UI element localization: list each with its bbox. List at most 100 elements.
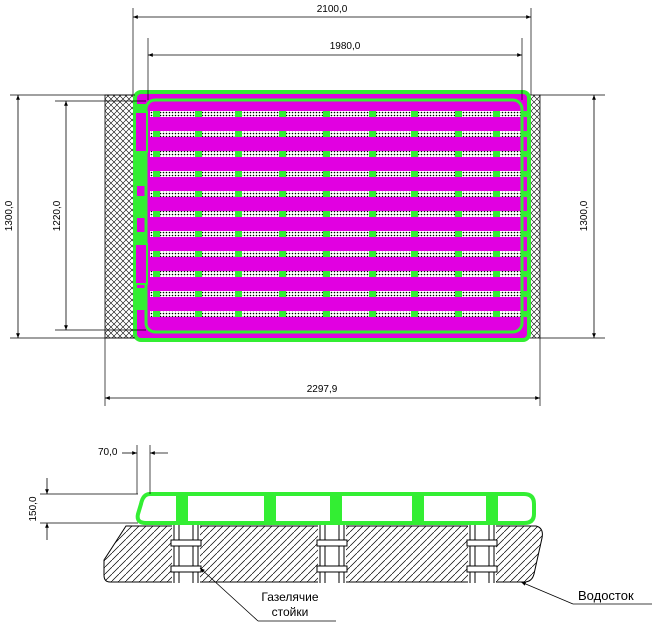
- rung-joint: [493, 231, 500, 237]
- rack-rung: [150, 211, 524, 217]
- rung-joint: [455, 251, 462, 257]
- rung-joint: [153, 291, 160, 297]
- gazelle-stand: [170, 523, 202, 583]
- rack-rung: [150, 131, 524, 137]
- rung-joint: [521, 131, 528, 137]
- stand-crossbar: [316, 565, 348, 573]
- rung-joint: [411, 151, 418, 157]
- rung-joint: [411, 211, 418, 217]
- rung-joint: [493, 111, 500, 117]
- rung-joint: [279, 291, 286, 297]
- dim-height-left-inner: 1220,0: [52, 200, 63, 231]
- stand-gap: [318, 523, 346, 583]
- rung-joint: [235, 111, 242, 117]
- stands-label-line1: Газелячие: [261, 590, 318, 604]
- rung-joint: [493, 191, 500, 197]
- dim-offset: 70,0: [98, 447, 118, 458]
- side-view: [103, 492, 543, 583]
- rung-joint: [195, 151, 202, 157]
- top-view: [104, 90, 541, 342]
- rung-joint: [323, 191, 330, 197]
- rack-rung: [150, 151, 524, 157]
- rung-joint: [521, 191, 528, 197]
- stand-gap: [468, 523, 496, 583]
- dim-height-left-outer: 1300,0: [4, 200, 15, 231]
- rung-joint: [323, 171, 330, 177]
- rack-side-post: [412, 494, 424, 523]
- rung-joint: [195, 191, 202, 197]
- rung-joint: [235, 191, 242, 197]
- left-rail-slot: [134, 243, 148, 285]
- rung-joint: [153, 251, 160, 257]
- rack-rung: [150, 311, 524, 317]
- rung-joint: [279, 131, 286, 137]
- rung-joint: [153, 311, 160, 317]
- rung-joint: [369, 111, 376, 117]
- rung-joint: [455, 131, 462, 137]
- rung-joint: [235, 211, 242, 217]
- rung-joint: [195, 291, 202, 297]
- rung-joint: [521, 171, 528, 177]
- rack-rung: [150, 291, 524, 297]
- rung-joint: [521, 271, 528, 277]
- rung-joint: [323, 211, 330, 217]
- rung-joint: [195, 111, 202, 117]
- rung-joint: [235, 291, 242, 297]
- rung-joint: [235, 131, 242, 137]
- rung-joint: [279, 271, 286, 277]
- rung-joint: [153, 191, 160, 197]
- rung-joint: [279, 171, 286, 177]
- rung-joint: [455, 111, 462, 117]
- rung-joint: [235, 311, 242, 317]
- rung-joint: [279, 251, 286, 257]
- rung-joint: [195, 131, 202, 137]
- rung-joint: [411, 291, 418, 297]
- rung-joint: [323, 271, 330, 277]
- dim-overall-width: 2100,0: [317, 4, 348, 15]
- rung-joint: [411, 131, 418, 137]
- rung-joint: [521, 151, 528, 157]
- rung-joint: [195, 251, 202, 257]
- rung-joint: [279, 191, 286, 197]
- rung-joint: [235, 151, 242, 157]
- rung-joint: [369, 131, 376, 137]
- drain-leader: [520, 581, 574, 605]
- rung-joint: [153, 131, 160, 137]
- rung-joint: [279, 311, 286, 317]
- rung-joint: [411, 171, 418, 177]
- rack-rung: [150, 171, 524, 177]
- rung-joint: [521, 231, 528, 237]
- rung-joint: [153, 271, 160, 277]
- rung-joint: [279, 231, 286, 237]
- rung-joint: [195, 211, 202, 217]
- stand-crossbar: [466, 565, 498, 573]
- rung-joint: [493, 251, 500, 257]
- rung-joint: [455, 171, 462, 177]
- stand-crossbar: [466, 539, 498, 547]
- gazelle-stands: [170, 523, 498, 583]
- rung-joint: [195, 171, 202, 177]
- left-rail-block: [135, 288, 147, 310]
- stand-gap: [172, 523, 200, 583]
- rung-joint: [493, 271, 500, 277]
- rung-joint: [153, 111, 160, 117]
- rung-joint: [493, 211, 500, 217]
- rung-joint: [411, 271, 418, 277]
- rack-side-post: [486, 494, 498, 523]
- rack-rung: [150, 231, 524, 237]
- rung-joint: [369, 171, 376, 177]
- rung-joint: [411, 311, 418, 317]
- rung-joint: [369, 291, 376, 297]
- rung-joint: [411, 231, 418, 237]
- rung-joint: [455, 191, 462, 197]
- rung-joint: [455, 311, 462, 317]
- rack-rung: [150, 251, 524, 257]
- dim-base-width: 2297,9: [307, 384, 338, 395]
- rung-joint: [369, 251, 376, 257]
- rung-joint: [195, 311, 202, 317]
- stands-label-line2: стойки: [272, 605, 309, 619]
- rung-joint: [369, 211, 376, 217]
- rung-joint: [521, 111, 528, 117]
- rung-joint: [323, 111, 330, 117]
- rung-joint: [153, 151, 160, 157]
